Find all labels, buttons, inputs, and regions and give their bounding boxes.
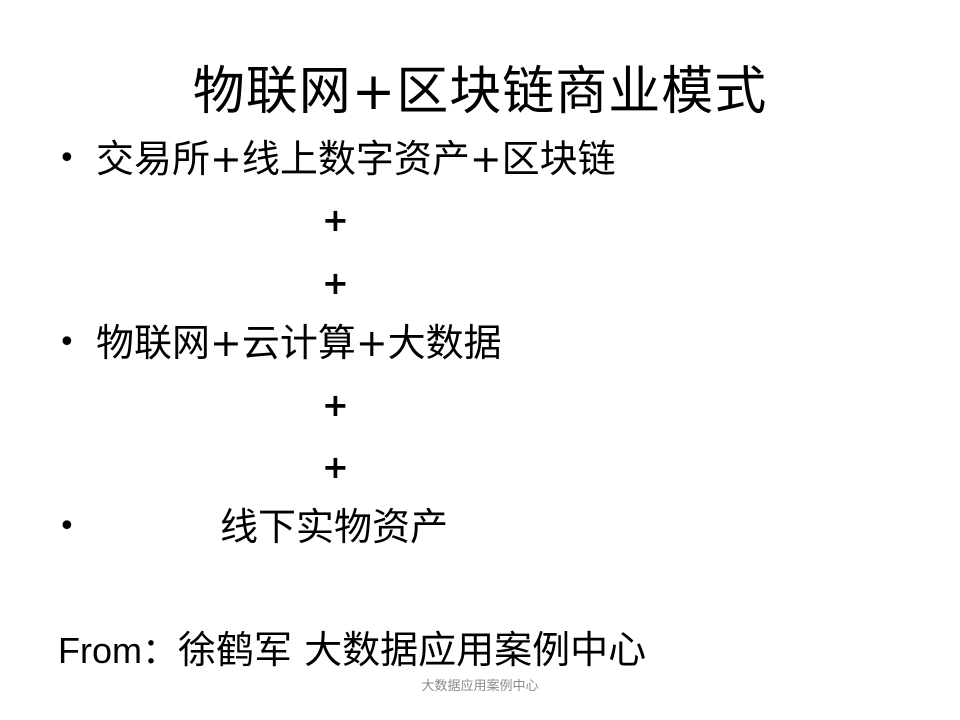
source-label: From： — [58, 630, 178, 671]
plus-connector: + — [322, 386, 349, 424]
plus-connector: + — [322, 201, 349, 239]
bullet-item: • 交易所+线上数字资产+区块链 — [58, 134, 758, 184]
bullet-item: • 线下实物资产 — [58, 502, 758, 552]
bullet-item: • 物联网+云计算+大数据 — [58, 318, 758, 368]
bullet-text: 线下实物资产 — [220, 505, 449, 549]
bullet-text: 物联网+云计算+大数据 — [96, 321, 502, 365]
plus-connector: + — [322, 264, 349, 302]
bullet-marker: • — [58, 509, 76, 544]
bullet-marker: • — [58, 325, 76, 360]
footer-text: 大数据应用案例中心 — [421, 679, 539, 694]
plus-connector: + — [322, 448, 349, 486]
bullet-marker: • — [58, 141, 76, 176]
slide-title: 物联网+区块链商业模式 — [192, 62, 768, 122]
source-text: 徐鹤军 大数据应用案例中心 — [178, 628, 647, 672]
bullet-text: 交易所+线上数字资产+区块链 — [96, 137, 616, 181]
source-line: From：徐鹤军 大数据应用案例中心 — [58, 625, 646, 675]
